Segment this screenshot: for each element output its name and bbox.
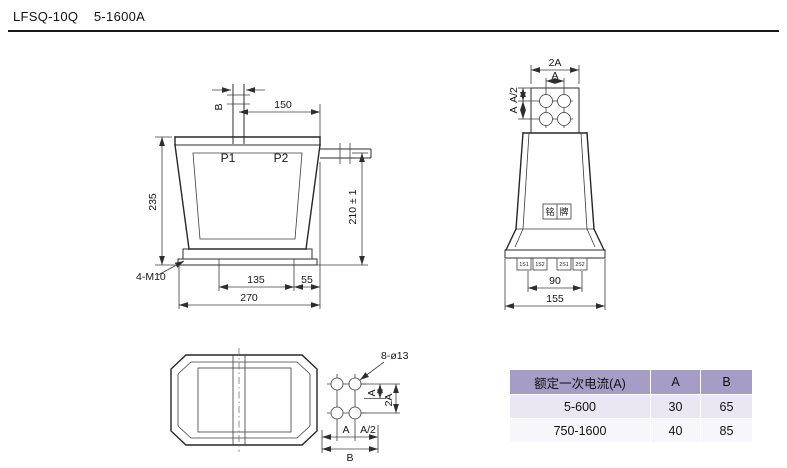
dim-b: B [212, 87, 265, 111]
dims-left: A/2 A [508, 87, 537, 120]
transformer-body-outline: P1 P2 [174, 136, 321, 250]
row2-b: 85 [701, 419, 753, 443]
dims-bottom: 135 55 270 [178, 162, 321, 309]
header-col-a: A [651, 370, 701, 395]
dim-135-label: 135 [247, 274, 265, 286]
callout-4m10: 4-M10 [136, 260, 185, 283]
row1-range: 5-600 [510, 395, 651, 419]
dim-b-bottom-label: B [346, 452, 353, 464]
nameplate-char-left: 铭 [545, 206, 554, 217]
side-body-outline [504, 132, 606, 259]
dims-top: 2A A [530, 57, 580, 84]
primary-terminal-block [530, 78, 580, 134]
rating-table-row-1: 5-600 30 65 [510, 395, 753, 419]
rating-table: 额定一次电流(A) A B 5-600 30 65 750-1600 40 85 [510, 370, 753, 443]
terminal-1s1-label: 1S1 [519, 262, 528, 268]
title-divider [8, 30, 779, 32]
dims-bottom-plan: A A/2 B [321, 423, 379, 464]
row2-a: 40 [651, 419, 701, 443]
dim-a-bottom-label: A [342, 424, 349, 436]
dim-55-label: 55 [301, 274, 313, 286]
rating-table-row-2: 750-1600 40 85 [510, 419, 753, 443]
dim-a-right-label: A [366, 389, 378, 396]
nameplate: 铭 牌 [542, 203, 572, 220]
callout-holes: 8-ø13 [359, 350, 409, 381]
front-view: B 150 P1 P2 [136, 84, 372, 309]
mounting-base [177, 248, 318, 266]
mounting-holes [327, 374, 366, 423]
callout-4m10-label: 4-M10 [136, 271, 166, 283]
dim-a-top-label: A [551, 70, 558, 82]
secondary-terminal-strip: 1S1 1S2 2S1 2S2 [516, 257, 588, 271]
header-col-b: B [701, 370, 753, 395]
top-view: 8-ø13 A 2A A A/2 [170, 348, 409, 464]
dim-150-label: 150 [274, 99, 292, 111]
dim-210-label: 210 ± 1 [347, 189, 359, 224]
row1-b: 65 [701, 395, 753, 419]
dim-235: 235 [147, 136, 175, 266]
dim-150: 150 [239, 99, 321, 136]
row1-a: 30 [651, 395, 701, 419]
dim-235-label: 235 [147, 193, 159, 211]
terminal-label-p2: P2 [274, 151, 289, 165]
drawing-title: LFSQ-10Q 5-1600A [13, 9, 146, 24]
plan-outline [170, 348, 318, 452]
dim-a-left-label: A [508, 106, 520, 113]
terminal-2s1-label: 2S1 [559, 262, 568, 268]
row2-range: 750-1600 [510, 419, 651, 443]
dim-155-label: 155 [546, 293, 564, 305]
side-view: 2A A A/2 A [504, 57, 606, 310]
dim-2a-right-label: 2A [383, 394, 395, 407]
dim-a2-bottom-label: A/2 [360, 424, 376, 436]
dim-270-label: 270 [240, 292, 258, 304]
dims-right-plan: A 2A [361, 383, 400, 414]
dim-90-label: 90 [549, 275, 561, 287]
terminal-label-p1: P1 [221, 151, 236, 165]
terminal-2s2-label: 2S2 [575, 262, 584, 268]
callout-holes-label: 8-ø13 [381, 350, 409, 362]
secondary-bushing [320, 143, 372, 164]
header-rated-current: 额定一次电流(A) [510, 370, 651, 395]
dim-a2-left-label: A/2 [508, 87, 520, 103]
terminal-1s2-label: 1S2 [535, 262, 544, 268]
dims-bottom-side: 90 155 [504, 259, 606, 310]
nameplate-char-right: 牌 [559, 206, 568, 217]
dim-2a-label: 2A [549, 57, 562, 69]
dim-b-label: B [213, 103, 225, 110]
primary-terminal-stem [227, 84, 250, 144]
dim-210: 210 ± 1 [317, 152, 368, 266]
rating-table-header-row: 额定一次电流(A) A B [510, 370, 753, 395]
